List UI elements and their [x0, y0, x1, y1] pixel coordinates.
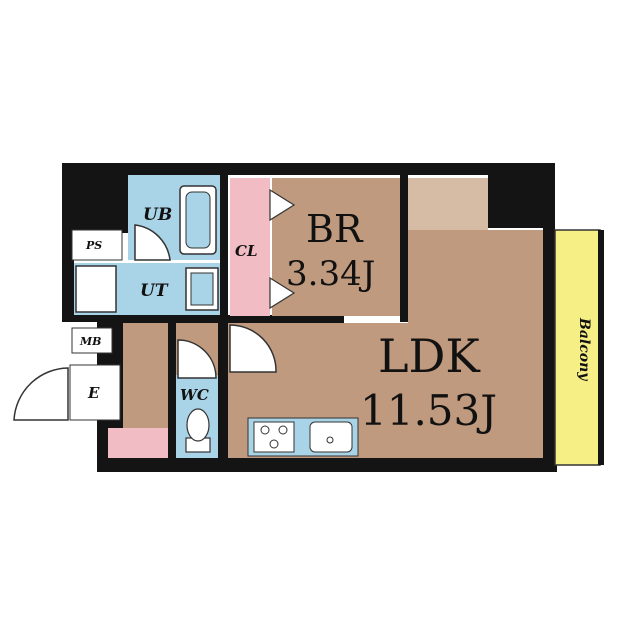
entrance-label: E	[87, 384, 100, 402]
wc-door-swing	[177, 339, 217, 379]
bathtub-basin	[185, 191, 211, 249]
br-size: 3.34J	[286, 254, 375, 294]
balcony-floor	[554, 229, 601, 466]
sink-drain	[326, 436, 334, 444]
entrance-door-swing	[13, 367, 69, 421]
ldk-room	[408, 178, 488, 233]
burner-1	[260, 425, 270, 435]
ldk-door-swing	[229, 324, 277, 373]
cl-door-2	[269, 276, 296, 310]
stove	[253, 421, 295, 453]
br-name: BR	[306, 207, 364, 251]
washbasin	[75, 265, 117, 313]
ps-box	[71, 229, 123, 261]
wc-label: WC	[180, 386, 209, 404]
mb-label: MB	[79, 335, 101, 348]
burner-3	[269, 439, 279, 449]
washer-pan-inner	[190, 272, 214, 306]
ldk-name: LDK	[378, 329, 481, 383]
cl-label: CL	[235, 242, 258, 260]
mb-box	[71, 327, 113, 354]
toilet-bowl	[186, 408, 210, 442]
ldk-room-2	[408, 230, 543, 458]
ldk-size: 11.53J	[360, 386, 497, 435]
hallway-floor	[123, 323, 168, 428]
balcony-rail	[598, 230, 604, 465]
ut-label: UT	[140, 281, 169, 301]
cl-door-1	[269, 188, 296, 222]
entrance-floor	[69, 364, 121, 421]
balcony-label: Balcony	[576, 317, 592, 381]
cl-room	[230, 178, 270, 316]
ps-label: PS	[85, 239, 102, 252]
ub-door-swing	[134, 224, 171, 261]
ub-label: UB	[143, 205, 172, 225]
burner-2	[278, 425, 288, 435]
shoe-box	[108, 428, 168, 458]
